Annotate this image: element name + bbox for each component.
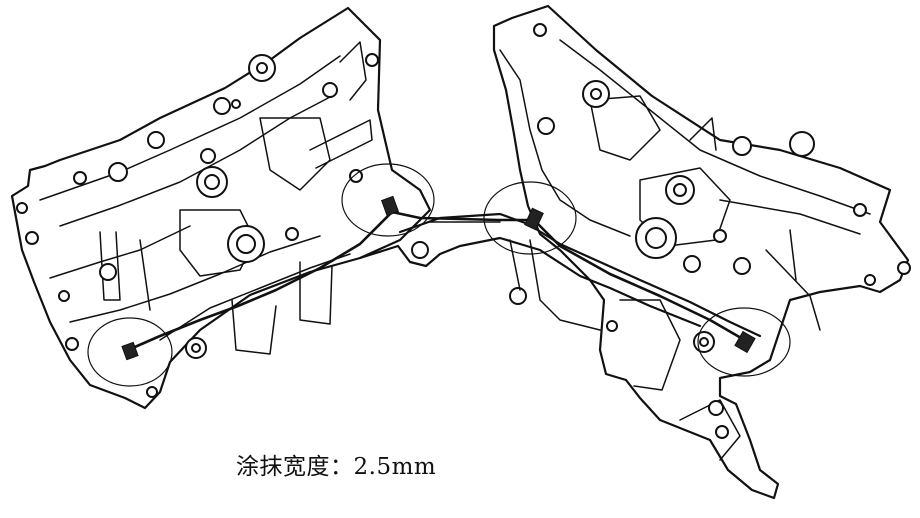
application-width-caption: 涂抹宽度：2.5mm	[236, 454, 437, 480]
sealant-bead	[126, 210, 750, 352]
right-case-bolt-holes	[533, 23, 911, 439]
left-case-bolt-holes	[16, 53, 379, 398]
sealant-point-3	[483, 181, 577, 255]
center-bridge	[358, 212, 762, 338]
sealant-point-2	[341, 163, 435, 237]
sealant-point-4	[697, 307, 791, 377]
right-case-housing	[492, 4, 910, 500]
left-case-housing	[10, 6, 432, 410]
sealant-point-1	[87, 317, 173, 387]
